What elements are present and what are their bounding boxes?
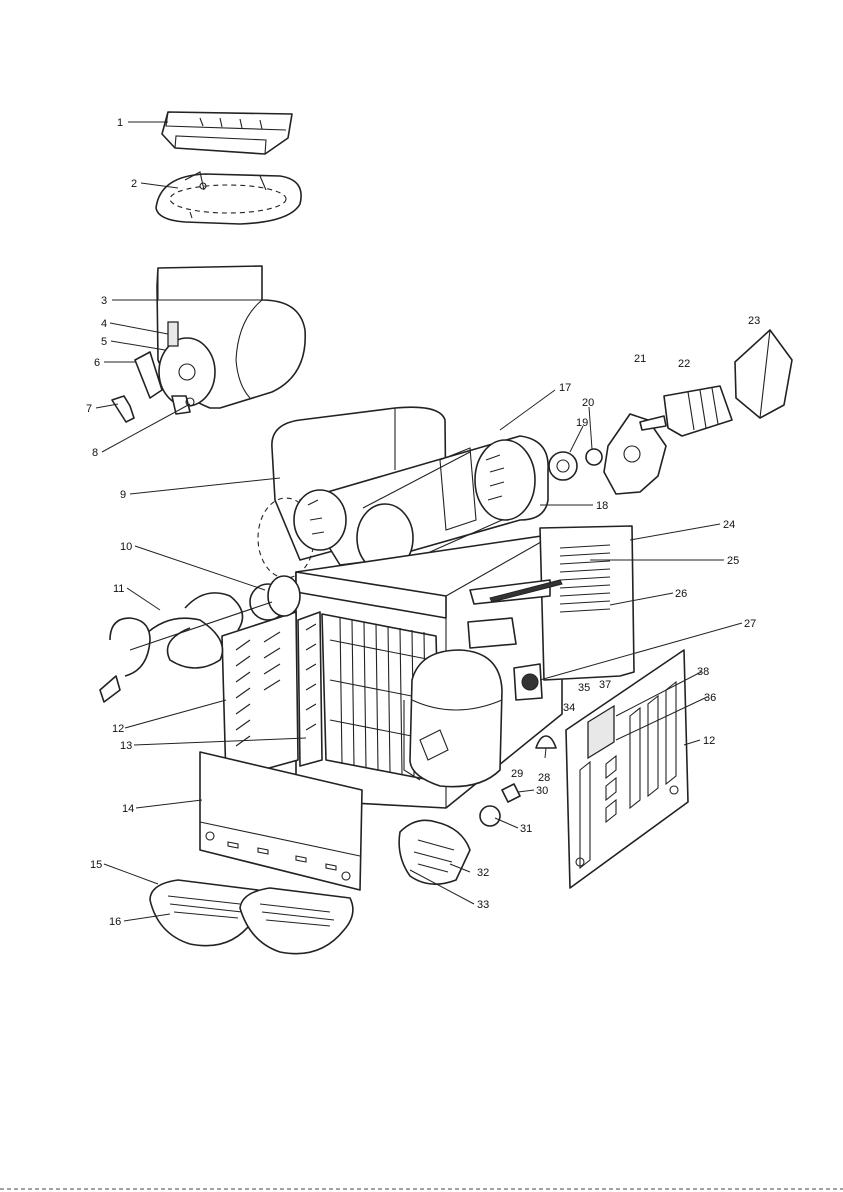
part-1-lid xyxy=(162,112,292,154)
label-16: 16 xyxy=(109,916,121,928)
label-6: 6 xyxy=(94,357,100,369)
label-34: 34 xyxy=(563,702,575,714)
label-32: 32 xyxy=(477,867,489,879)
drip-trays xyxy=(150,880,353,954)
label-30: 30 xyxy=(536,785,548,797)
label-12-left: 12 xyxy=(112,723,124,735)
label-11: 11 xyxy=(113,583,124,595)
part-2-tray xyxy=(156,172,301,224)
label-31: 31 xyxy=(520,823,532,835)
label-29: 29 xyxy=(511,768,523,780)
label-24: 24 xyxy=(723,519,735,531)
label-23: 23 xyxy=(748,315,760,327)
label-26: 26 xyxy=(675,588,687,600)
label-27: 27 xyxy=(744,618,756,630)
drive-parts xyxy=(549,330,792,494)
label-28: 28 xyxy=(538,772,550,784)
label-5: 5 xyxy=(101,336,107,348)
label-21: 21 xyxy=(634,353,646,365)
label-4: 4 xyxy=(101,318,107,330)
label-18: 18 xyxy=(596,500,608,512)
label-38: 38 xyxy=(697,666,709,678)
label-7: 7 xyxy=(86,403,92,415)
label-25: 25 xyxy=(727,555,739,567)
label-14: 14 xyxy=(122,803,134,815)
label-36: 36 xyxy=(704,692,716,704)
label-37: 37 xyxy=(599,679,611,691)
left-side-panel xyxy=(222,612,322,780)
label-13: 13 xyxy=(120,740,132,752)
label-12-right: 12 xyxy=(703,735,715,747)
label-19: 19 xyxy=(576,417,588,429)
label-9: 9 xyxy=(120,489,126,501)
label-35: 35 xyxy=(578,682,590,694)
label-33: 33 xyxy=(477,899,489,911)
label-1: 1 xyxy=(117,117,123,129)
label-17: 17 xyxy=(559,382,571,394)
label-10: 10 xyxy=(120,541,132,553)
label-2: 2 xyxy=(131,178,137,190)
label-8: 8 xyxy=(92,447,98,459)
label-20: 20 xyxy=(582,397,594,409)
label-22: 22 xyxy=(678,358,690,370)
label-15: 15 xyxy=(90,859,102,871)
bowl-assembly xyxy=(112,266,305,422)
compressor xyxy=(404,650,502,787)
label-3: 3 xyxy=(101,295,107,307)
